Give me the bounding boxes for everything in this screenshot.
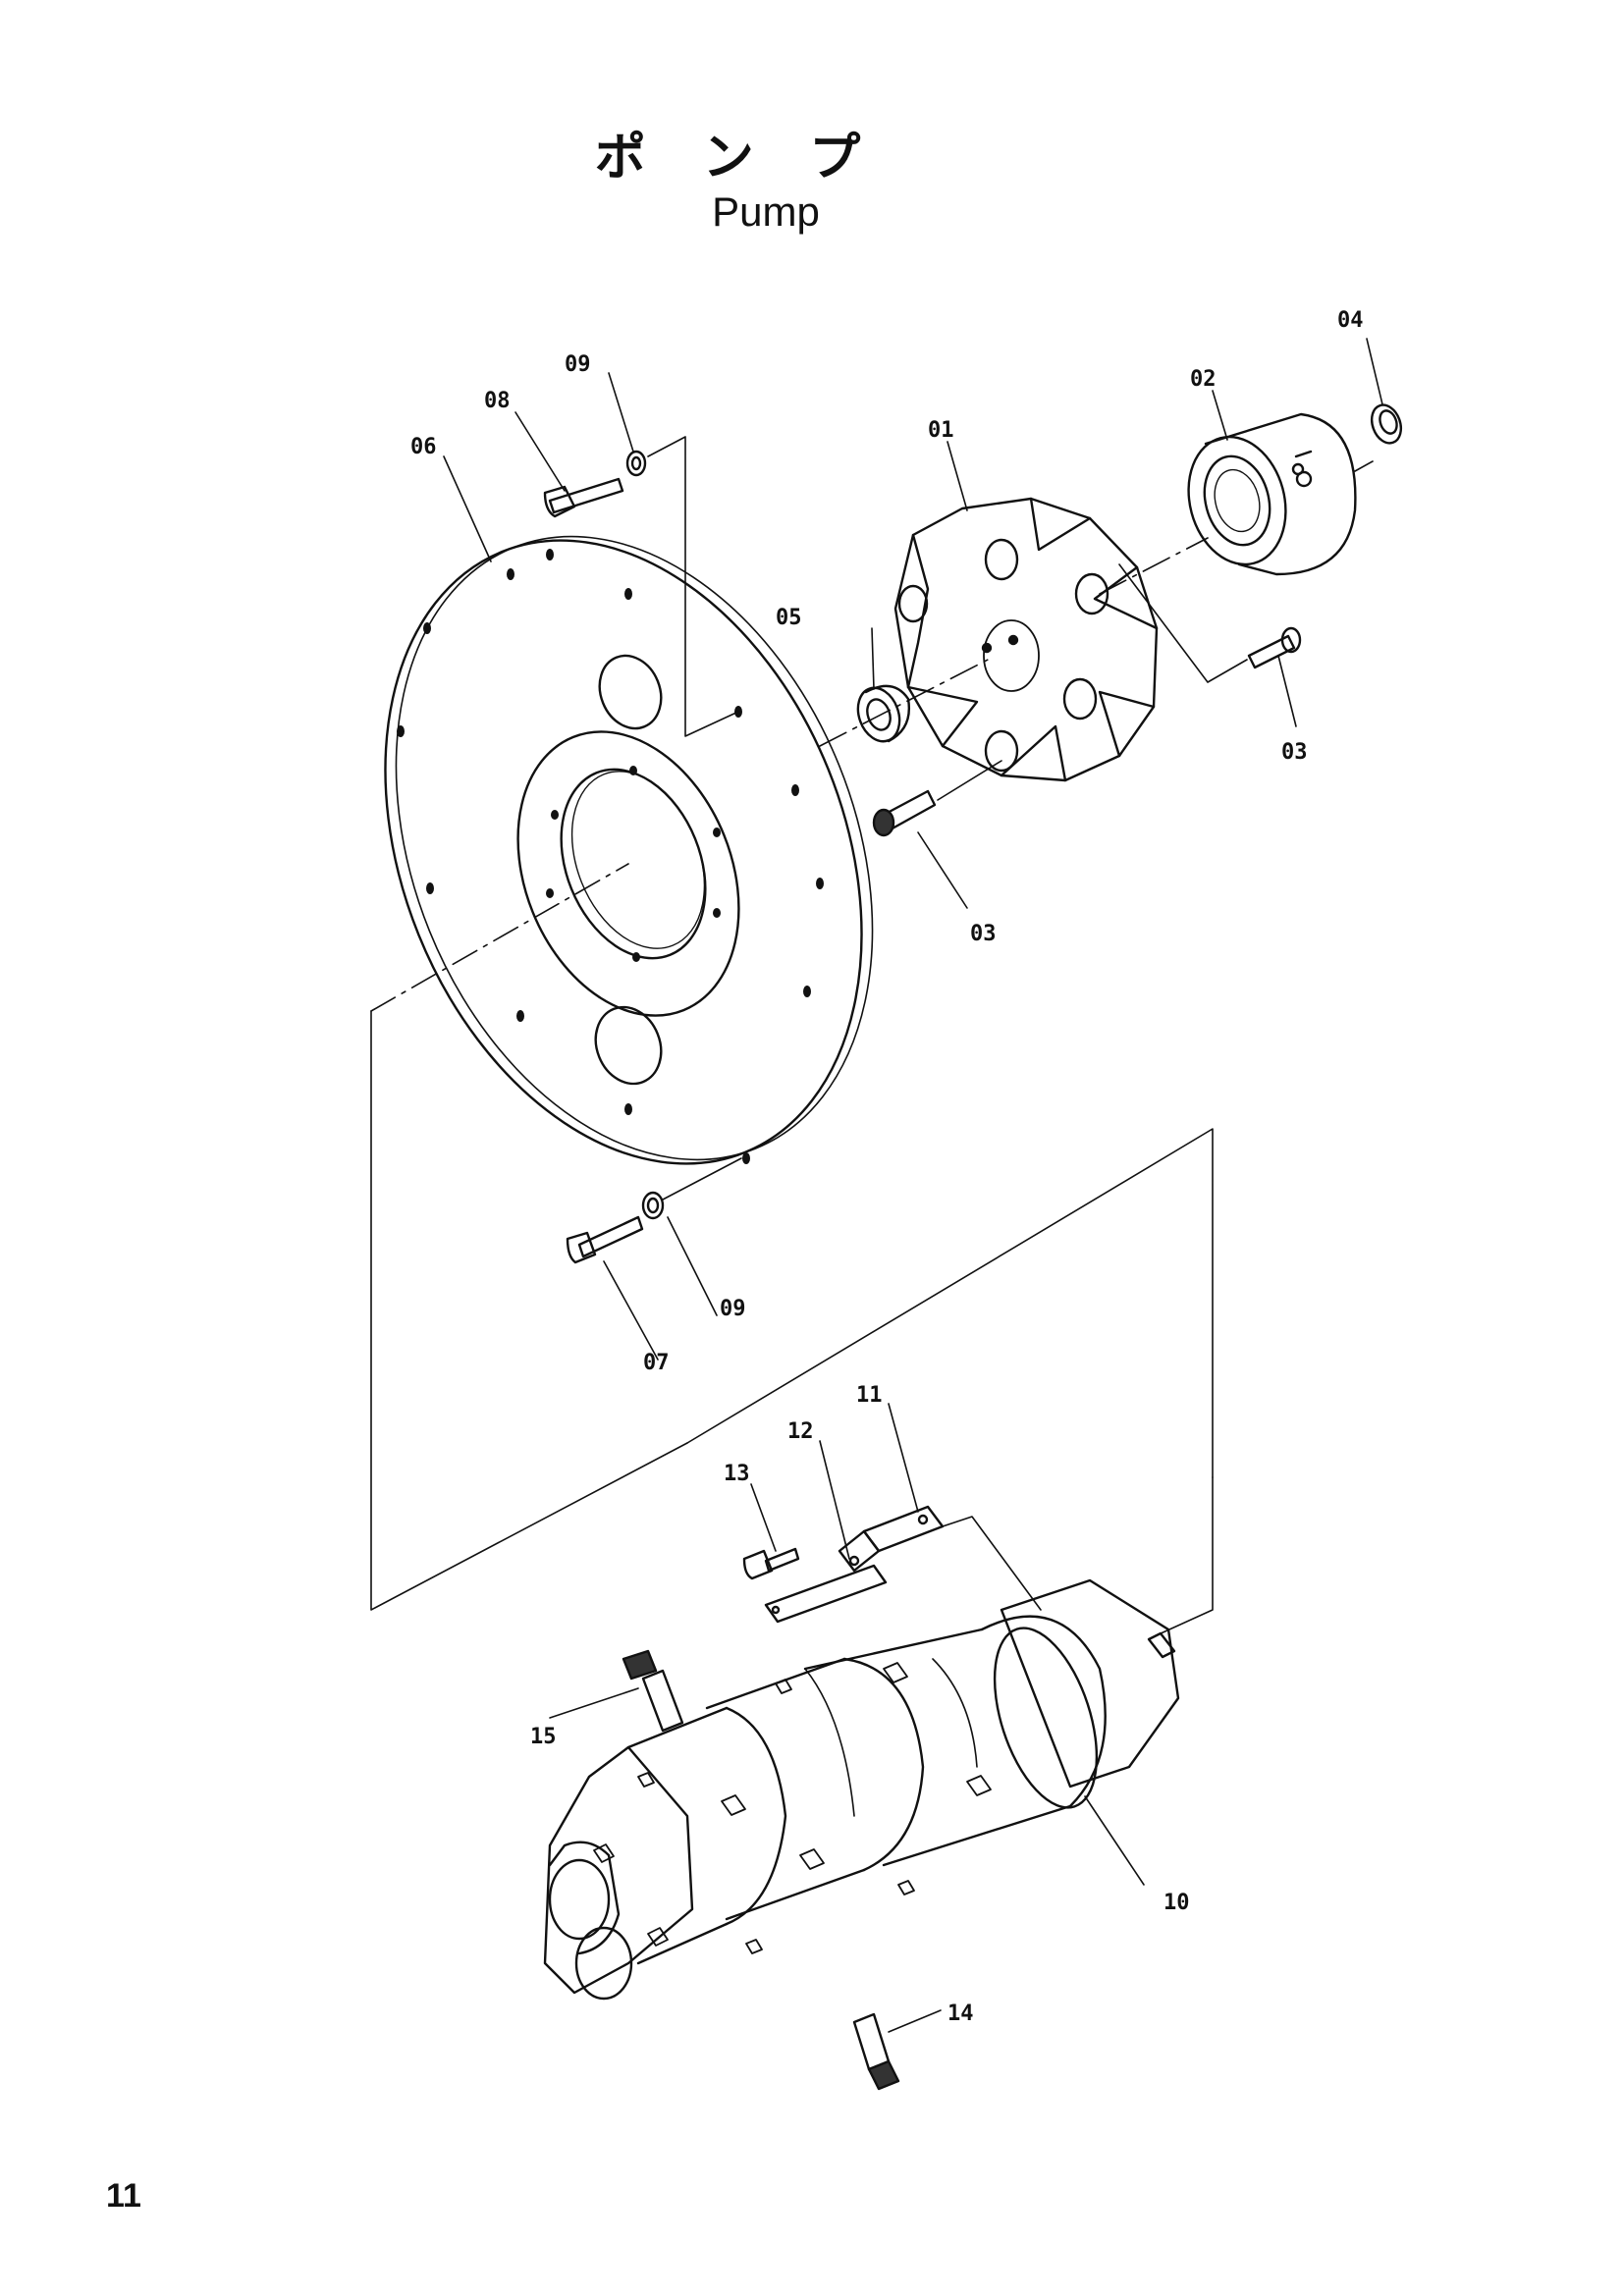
callout-14: 14 <box>947 2002 974 2026</box>
callout-09-lower: 09 <box>720 1297 746 1321</box>
bolt-13 <box>742 1547 800 1580</box>
plate-12 <box>764 1529 888 1624</box>
washer-09-lower <box>641 1191 665 1220</box>
callout-03-lower: 03 <box>970 922 997 946</box>
callout-01: 01 <box>928 418 954 443</box>
callout-02: 02 <box>1190 367 1217 392</box>
bolt-14 <box>852 2012 900 2091</box>
title-japanese: ポンプ <box>594 129 918 187</box>
callout-15: 15 <box>530 1725 557 1749</box>
bolt-15 <box>622 1649 684 1733</box>
callout-05: 05 <box>776 606 802 630</box>
callout-12: 12 <box>787 1419 814 1444</box>
coupling-01 <box>893 497 1159 782</box>
callout-03-upper: 03 <box>1281 740 1308 765</box>
callout-09-upper: 09 <box>565 352 591 377</box>
bolt-07 <box>566 1215 644 1264</box>
callout-08: 08 <box>484 389 511 413</box>
callout-04: 04 <box>1337 308 1364 333</box>
callout-11: 11 <box>856 1383 883 1408</box>
washer-04 <box>1370 403 1403 445</box>
bolt-08 <box>543 477 624 518</box>
callout-10: 10 <box>1163 1891 1190 1915</box>
bolt-03-lower <box>872 789 937 837</box>
callout-06: 06 <box>410 435 437 459</box>
callout-labels: 01 02 03 03 04 05 06 07 08 09 09 10 11 1… <box>410 308 1364 2026</box>
callout-07: 07 <box>643 1351 670 1375</box>
flywheel-bolt-holes <box>397 549 824 1164</box>
hub-02 <box>1187 412 1357 576</box>
assembly-lines <box>370 436 1374 1635</box>
title-english: Pump <box>712 188 820 235</box>
leader-lines <box>443 338 1383 2033</box>
flywheel-plate-06 <box>384 535 874 1165</box>
bolt-03-upper <box>1247 626 1302 669</box>
bracket-11 <box>862 1505 945 1553</box>
gear-pump-10 <box>543 1578 1180 2001</box>
callout-13: 13 <box>724 1462 750 1486</box>
washer-09-upper <box>625 450 647 477</box>
page-number: 11 <box>106 2177 141 2215</box>
